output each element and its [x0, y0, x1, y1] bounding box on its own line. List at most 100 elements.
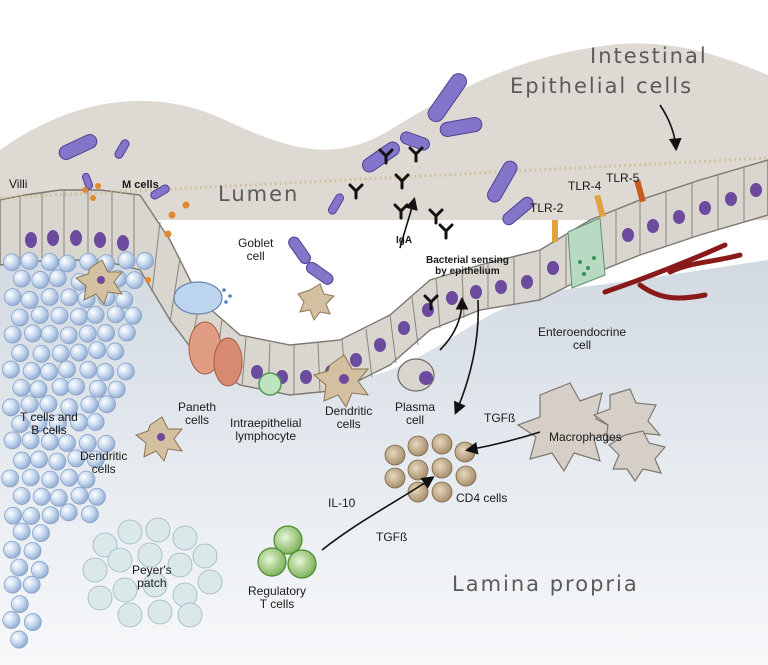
lymphocyte	[22, 362, 41, 380]
cd4-cell	[431, 433, 453, 455]
lymphocyte	[117, 251, 136, 270]
t-b-cells-label: T cells and B cells	[20, 410, 78, 437]
lymphocyte	[136, 252, 154, 270]
cd4-cell	[431, 481, 453, 503]
lymphocyte	[115, 290, 134, 309]
macrophages-label: Macrophages	[549, 430, 622, 444]
peyers-patch-cell	[92, 532, 118, 558]
peyers-patch-cell	[82, 557, 108, 583]
lymphocyte	[78, 324, 97, 343]
lymphocyte	[118, 323, 136, 342]
intraepithelial-lymphocyte	[258, 372, 282, 396]
lymphocyte	[80, 505, 99, 524]
lymphocyte	[22, 575, 41, 594]
lymphocyte	[58, 360, 76, 379]
lumen-label: Lumen	[218, 182, 300, 206]
lymphocyte	[23, 541, 42, 560]
lymphocyte	[60, 468, 79, 487]
arrows	[321, 104, 682, 551]
cd4-cell	[407, 435, 429, 457]
lymphocyte	[40, 253, 59, 271]
dendritic-cells-mid-label: Dendritic cells	[325, 404, 373, 431]
lymphocyte	[70, 307, 88, 326]
lymphocyte	[39, 395, 58, 413]
lymphocyte	[86, 413, 105, 431]
lymphocyte	[20, 395, 39, 414]
paneth-cells-label: Paneth cells	[178, 400, 217, 427]
peyers-patch-cell	[192, 543, 218, 569]
peyers-patch-label: Peyer's patch	[132, 563, 172, 590]
lymphocyte	[49, 488, 68, 507]
peyers-patch-cell	[137, 542, 163, 568]
lymphocyte	[30, 306, 49, 324]
lymphocyte	[12, 451, 31, 470]
lymphocyte	[1, 360, 20, 379]
goblet-mucus	[222, 288, 232, 304]
iga-label: IgA	[396, 235, 413, 246]
regulatory-t-cells	[257, 525, 317, 579]
peyers-patch-cell	[107, 547, 133, 573]
goblet-cell	[173, 281, 223, 315]
lymphocyte	[12, 522, 31, 541]
lymphocyte	[67, 377, 85, 396]
lymphocyte	[78, 434, 97, 452]
lymphocyte	[50, 306, 69, 325]
cd4-cell	[384, 467, 406, 489]
antigen-particles	[82, 183, 190, 283]
epithelial-title-line1: Intestinal	[590, 44, 708, 68]
lymphocyte	[30, 561, 49, 579]
peyers-patch-cell	[112, 577, 138, 603]
lymphocyte	[11, 415, 30, 433]
m-cells-label: M cells	[122, 179, 159, 191]
arrow-epithelial-title	[659, 104, 682, 152]
lymphocyte	[31, 271, 50, 289]
lymphocyte-mass	[1, 251, 154, 649]
lamina-propria-label: Lamina propria	[452, 572, 639, 596]
lymphocyte	[32, 344, 51, 363]
lymphocyte	[107, 380, 126, 399]
peyers-patch-cell	[147, 599, 173, 625]
lymphocyte	[12, 378, 31, 397]
lymphocyte	[51, 378, 70, 396]
peyers-patch-cell	[177, 602, 203, 628]
lymphocyte	[88, 487, 106, 506]
lymphocyte	[3, 540, 21, 559]
lymphocyte	[29, 414, 48, 433]
tlr-receptors	[552, 179, 646, 242]
lymphocyte	[20, 291, 39, 309]
lymphocyte	[86, 305, 105, 324]
cd4-cells-label: CD4 cells	[456, 491, 508, 505]
lymphocyte	[80, 395, 99, 414]
lymphocyte	[40, 362, 58, 381]
peyers-patch-cell	[117, 602, 143, 628]
lymphocyte	[10, 630, 29, 649]
cd4-cell	[407, 459, 429, 481]
peyers-patch-cell	[172, 525, 198, 551]
il10-label: IL-10	[328, 496, 356, 510]
iga-antibodies	[348, 146, 454, 311]
cd4-cell	[455, 465, 477, 487]
lymphocyte	[23, 613, 42, 631]
peyers-patch-cells	[82, 517, 223, 628]
lymphocyte	[3, 431, 22, 450]
enteroendocrine-cell	[567, 217, 606, 289]
blood-vessel	[602, 242, 743, 301]
arrow-iga-out	[399, 196, 418, 249]
lymphocyte	[48, 452, 67, 471]
tlr4-label: TLR-4	[568, 179, 602, 193]
lymphocyte	[97, 324, 115, 342]
cd4-cell	[431, 457, 453, 479]
lymphocyte	[22, 507, 41, 525]
lymphocyte	[20, 252, 39, 270]
lymphocyte	[77, 470, 96, 489]
tlr5-label: TLR-5	[606, 171, 640, 185]
lymphocyte	[40, 325, 59, 343]
plasma-cell-label: Plasma cell	[395, 400, 436, 427]
enteroendocrine-label: Enteroendocrine cell	[538, 325, 627, 352]
bacterial-sensing-label: Bacterial sensing by epithelium	[426, 255, 509, 277]
lymphocyte	[3, 288, 22, 307]
lymphocyte	[106, 342, 125, 361]
lymphocyte	[60, 398, 79, 417]
